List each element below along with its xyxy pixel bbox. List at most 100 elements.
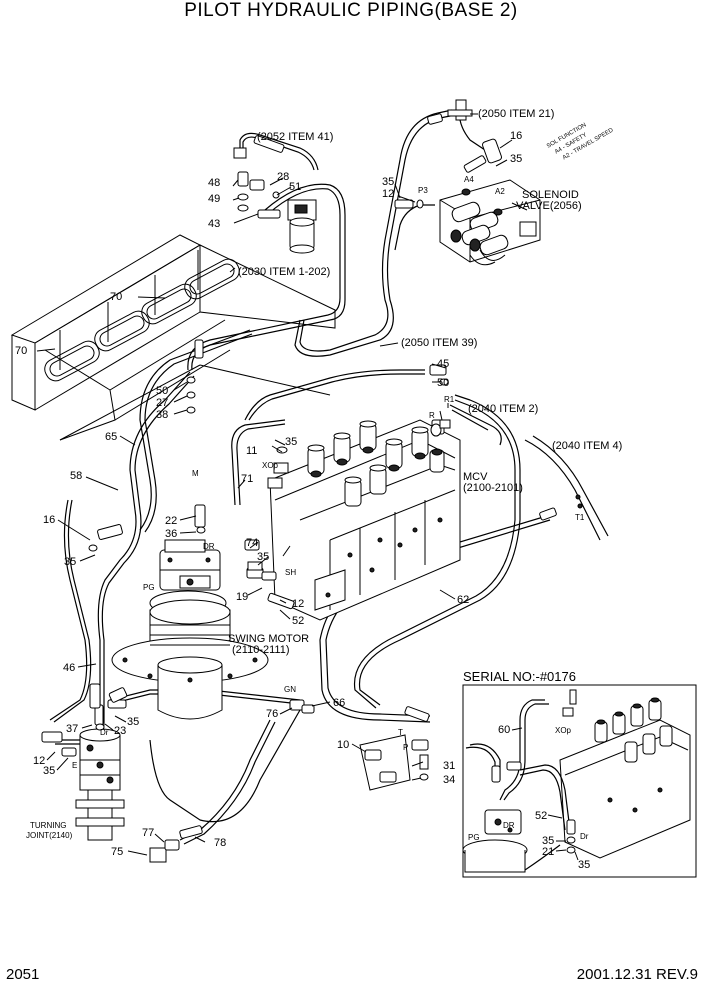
port-sh: SH: [285, 568, 296, 577]
callout-12c: 12: [33, 755, 45, 767]
callout-65: 65: [105, 431, 117, 443]
callout-35g: 35: [43, 765, 55, 777]
line-filter: [287, 199, 317, 254]
bracket-assembly: [89, 339, 583, 863]
callout-35e: 35: [257, 551, 269, 563]
port-t1: T1: [575, 513, 585, 522]
callout-70b: 70: [15, 345, 27, 357]
page-number: 2051: [6, 966, 40, 983]
callout-35i: 35: [578, 859, 590, 871]
port-dr: DR: [203, 542, 215, 551]
port-dr-turning: Dr: [100, 728, 109, 737]
port-a4: A4: [464, 175, 474, 184]
solenoid-label-2: VALVE(2056): [516, 200, 582, 212]
top-fittings: [233, 135, 285, 219]
callout-58: 58: [70, 470, 82, 482]
callout-28: 28: [277, 171, 289, 183]
port-m: M: [192, 469, 199, 478]
solenoid-notes: SOL FUNCTION A4 - SAFETY A2 - TRAVEL SPE…: [546, 122, 615, 161]
port-xop: XOp: [262, 461, 279, 470]
ref-2040-item2: (2040 ITEM 2): [468, 403, 538, 415]
callout-22: 22: [165, 515, 177, 527]
callout-43: 43: [208, 218, 220, 230]
port-pg-inset: PG: [468, 833, 480, 842]
turning-joint: [41, 699, 127, 841]
callout-35c: 35: [285, 436, 297, 448]
ref-2030-item: (2030 ITEM 1-202): [238, 266, 330, 278]
port-pg: PG: [143, 583, 155, 592]
callouts: 16 35 35 12 48 28 51 49 43 70 70 45 50 5…: [15, 130, 590, 871]
revision-date: 2001.12.31 REV.9: [576, 966, 698, 983]
swing-motor-label-1: SWING MOTOR: [228, 633, 309, 645]
callout-11: 11: [246, 445, 257, 457]
callout-19: 19: [236, 591, 248, 603]
callout-74: 74: [246, 537, 258, 549]
callout-35b: 35: [382, 176, 394, 188]
port-dr-inset-2: Dr: [580, 832, 589, 841]
callout-66: 66: [333, 697, 345, 709]
callout-77: 77: [142, 827, 154, 839]
port-r: R: [429, 411, 435, 420]
callout-52b: 52: [535, 810, 547, 822]
callout-70a: 70: [110, 291, 122, 303]
callout-52a: 52: [292, 615, 304, 627]
port-a2: A2: [495, 187, 505, 196]
ref-2050-item21: (2050 ITEM 21): [478, 108, 554, 120]
port-dr-inset: DR: [503, 821, 515, 830]
solenoid-label-1: SOLENOID: [522, 189, 579, 201]
callout-60: 60: [498, 724, 510, 736]
serial-inset: [462, 684, 697, 878]
solenoid-valve: [394, 99, 541, 266]
swing-motor: [88, 504, 269, 720]
turning-joint-label-1: TURNING: [30, 821, 66, 830]
callout-51: 51: [289, 181, 301, 193]
ref-2040-item4: (2040 ITEM 4): [552, 440, 622, 452]
callout-76: 76: [266, 708, 278, 720]
callout-23: 23: [114, 725, 126, 737]
callout-35h: 35: [542, 835, 554, 847]
callout-12a: 12: [382, 188, 394, 200]
callout-35a: 35: [510, 153, 522, 165]
callout-49: 49: [208, 193, 220, 205]
port-e: E: [72, 761, 77, 770]
port-r1: R1: [444, 395, 455, 404]
leader-lines: [36, 113, 528, 856]
base-frame: [10, 234, 336, 441]
callout-16a: 16: [510, 130, 522, 142]
callout-21: 21: [542, 846, 554, 858]
callout-38: 38: [156, 409, 168, 421]
callout-35f: 35: [127, 716, 139, 728]
serial-number-label: SERIAL NO:-#0176: [463, 669, 576, 684]
callout-46: 46: [63, 662, 75, 674]
callout-75: 75: [111, 846, 123, 858]
port-xop-inset: XOp: [555, 726, 572, 735]
callout-36: 36: [165, 528, 177, 540]
callout-10: 10: [337, 739, 349, 751]
ref-2052-item41: (2052 ITEM 41): [257, 131, 333, 143]
port-gn: GN: [284, 685, 296, 694]
swing-motor-label-2: (2110-2111): [232, 644, 289, 656]
callout-16b: 16: [43, 514, 55, 526]
callout-78: 78: [214, 837, 226, 849]
ref-2050-item39: (2050 ITEM 39): [401, 337, 477, 349]
callout-50a: 50: [437, 377, 449, 389]
port-p3: P3: [418, 186, 428, 195]
callout-48: 48: [208, 177, 220, 189]
port-t: T: [398, 728, 403, 737]
callout-37: 37: [66, 723, 78, 735]
turning-joint-label-2: JOINT(2140): [26, 831, 73, 840]
callout-31: 31: [443, 760, 455, 772]
callout-50b: 50: [156, 385, 168, 397]
callout-71: 71: [241, 473, 253, 485]
callout-34: 34: [443, 774, 455, 786]
callout-45: 45: [437, 358, 449, 370]
callout-35d: 35: [64, 556, 76, 568]
callout-62: 62: [457, 594, 469, 606]
page-title: PILOT HYDRAULIC PIPING(BASE 2): [184, 0, 518, 21]
mcv-label-1: MCV: [463, 471, 488, 483]
port-p: P: [403, 743, 408, 752]
callout-27: 27: [156, 397, 168, 409]
callout-12b: 12: [292, 598, 304, 610]
mcv-label-2: (2100-2101): [463, 482, 523, 494]
